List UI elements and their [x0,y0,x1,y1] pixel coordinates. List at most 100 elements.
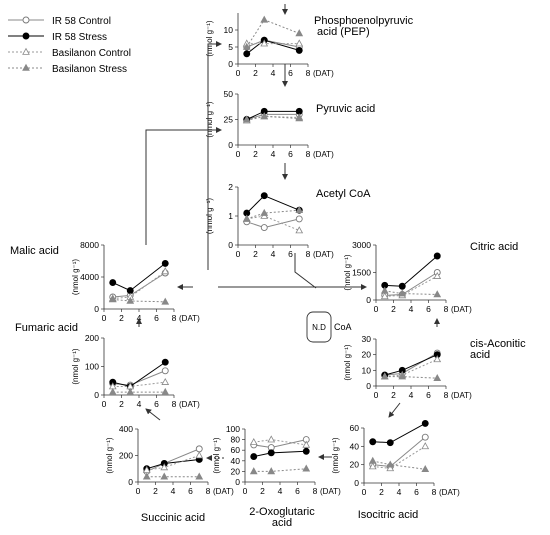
isocitric-acid-title: Isocitric acid [358,509,419,521]
citric-acid-line-ir-58-stress [384,255,438,287]
bracket-to-pep [207,41,222,270]
acetyl-coa-line-ir-58-control [246,218,300,229]
2-oxoglutaric-acid-ytick-label-0: 0 [235,477,240,487]
cis-aconitic-acid-line-ir-58-control [384,352,438,376]
malic-acid-xtick-label-2: 2 [119,313,124,323]
malic-acid-point-basilanon-stress-7 [161,297,170,305]
acetyl-coa-line-basilanon-stress [246,209,300,220]
acetyl-coa-xtick-label-2: 2 [253,249,258,259]
2-oxoglutaric-acid-point-basilanon-stress-3 [267,467,276,475]
pathway-arrows [136,4,440,461]
succinic-acid-xlabel: (DAT) [213,487,234,496]
citric-acid-ytick-label-1500: 1500 [352,268,371,278]
malic-acid-xtick-label-6: 6 [154,313,159,323]
pyruvic-acid-xtick-label-4: 4 [271,149,276,159]
2-oxoglutaric-acid-xtick-label-0: 0 [243,486,248,496]
fumaric-acid-ytick-label-200: 200 [85,333,99,343]
arrow-acetylcoa-to-citrate [294,253,317,289]
pyruvic-acid-xlabel: (DAT) [313,150,334,159]
citric-acid-series-ir-58-stress [381,252,441,290]
legend-label-ir-58-stress: IR 58 Stress [52,32,107,43]
fumaric-acid-xtick-label-6: 6 [154,399,159,409]
malic-acid-series-ir-58-stress [109,259,169,295]
acetyl-coa-point-basilanon-stress-1 [242,214,251,222]
acetyl-coa-point-basilanon-control-7 [295,226,304,234]
pyruvic-acid-point-basilanon-stress-1 [242,115,251,123]
pyruvic-acid-ytick-label-50: 50 [224,89,234,99]
malic-acid-point-basilanon-control-7 [161,267,170,275]
citric-acid-xtick-label-6: 6 [426,304,431,314]
citric-acid-ylabel: (nmol g⁻¹) [343,254,352,291]
acetyl-coa-ylabel: (nmol g⁻¹) [205,198,214,235]
cis-aconitic-acid-line-basilanon-stress [384,376,438,379]
isocitric-acid-point-basilanon-control-3 [386,464,395,472]
pyruvic-acid-ylabel: (nmol g⁻¹) [205,101,214,138]
legend-marker-ir-58-stress [22,32,30,40]
fumaric-acid-point-basilanon-stress-1 [108,387,117,395]
isocitric-acid-line-ir-58-stress [372,422,426,444]
citric-acid-point-ir-58-stress-7 [433,252,441,260]
phosphoenolpyruvic-acid-pep-xlabel: (DAT) [313,69,334,78]
2-oxoglutaric-acid-xlabel: (DAT) [320,487,341,496]
cis-aconitic-acid-series-basilanon-stress [380,372,442,381]
succinic-acid-xtick-label-2: 2 [153,486,158,496]
isocitric-acid-point-ir-58-stress-3 [386,439,394,447]
fumaric-acid-xlabel: (DAT) [179,400,200,409]
2-oxoglutaric-acid-ytick-label-60: 60 [231,445,241,455]
arrow-malate-to-pyruvate [145,127,222,245]
cis-aconitic-acid-xlabel: (DAT) [451,391,472,400]
acetyl-coa-ytick-label-0: 0 [228,240,233,250]
succinic-acid-point-basilanon-control-7 [195,451,204,459]
acetyl-coa-series-basilanon-stress [242,205,304,222]
fumaric-acid-ytick-label-100: 100 [85,362,99,372]
isocitric-acid-point-basilanon-stress-3 [386,460,395,468]
phosphoenolpyruvic-acid-pep-title: Phosphoenolpyruvic acid (PEP) [314,15,414,38]
fumaric-acid-ylabel: (nmol g⁻¹) [71,348,80,385]
malic-acid-point-ir-58-stress-3 [126,287,134,295]
cis-aconitic-acid-xtick-label-6: 6 [426,390,431,400]
cis-aconitic-acid-ytick-label-20: 20 [362,350,372,360]
cis-aconitic-acid-xtick-label-4: 4 [409,390,414,400]
malic-acid-line-basilanon-control [112,270,166,300]
citric-acid-xtick-label-2: 2 [391,304,396,314]
cis-aconitic-acid-ytick-label-10: 10 [362,365,372,375]
2-oxoglutaric-acid-ytick-label-20: 20 [231,466,241,476]
pyruvic-acid-point-basilanon-stress-7 [295,114,304,122]
phosphoenolpyruvic-acid-pep-xtick-label-8: 8 [306,68,311,78]
citric-acid-xtick-label-0: 0 [374,304,379,314]
phosphoenolpyruvic-acid-pep-point-basilanon-control-3 [260,39,269,47]
phosphoenolpyruvic-acid-pep-series-basilanon-stress [242,15,304,50]
legend-marker-basilanon-control [22,47,30,55]
malic-acid-line-ir-58-control [112,272,166,298]
cis-aconitic-acid-point-basilanon-control-7 [433,355,442,363]
succinic-acid-point-basilanon-stress-3 [160,472,169,480]
isocitric-acid-ylabel: (nmol g⁻¹) [331,437,340,474]
acetyl-coa-xtick-label-6: 6 [288,249,293,259]
isocitric-acid-xtick-label-0: 0 [362,487,367,497]
succinic-acid-title: Succinic acid [141,512,205,524]
phosphoenolpyruvic-acid-pep-xtick-label-2: 2 [253,68,258,78]
malic-acid-line-ir-58-stress [112,263,166,292]
fumaric-acid-series-basilanon-stress [108,387,170,395]
2-oxoglutaric-acid-point-basilanon-control-3 [267,435,276,443]
phosphoenolpyruvic-acid-pep-xtick-label-4: 4 [271,68,276,78]
2-oxoglutaric-acid-line-basilanon-control [253,439,307,446]
2-oxoglutaric-acid-series-basilanon-stress [249,464,311,475]
2-oxoglutaric-acid-point-basilanon-control-1 [249,438,258,446]
2-oxoglutaric-acid-point-basilanon-stress-1 [249,467,258,475]
acetyl-coa-point-basilanon-stress-3 [260,208,269,216]
pyruvic-acid-ytick-label-0: 0 [228,140,233,150]
malic-acid-xtick-label-8: 8 [172,313,177,323]
isocitric-acid-ytick-label-20: 20 [350,460,360,470]
malic-acid-point-basilanon-stress-3 [126,296,135,304]
phosphoenolpyruvic-acid-pep-ytick-label-0: 0 [228,59,233,69]
isocitric-acid-series-ir-58-control [369,433,429,470]
succinic-acid-ytick-label-400: 400 [119,424,133,434]
fumaric-acid-series-ir-58-stress [109,358,169,390]
2-oxoglutaric-acid-point-ir-58-stress-3 [267,449,275,457]
cis-aconitic-acid-point-basilanon-stress-7 [433,373,442,381]
